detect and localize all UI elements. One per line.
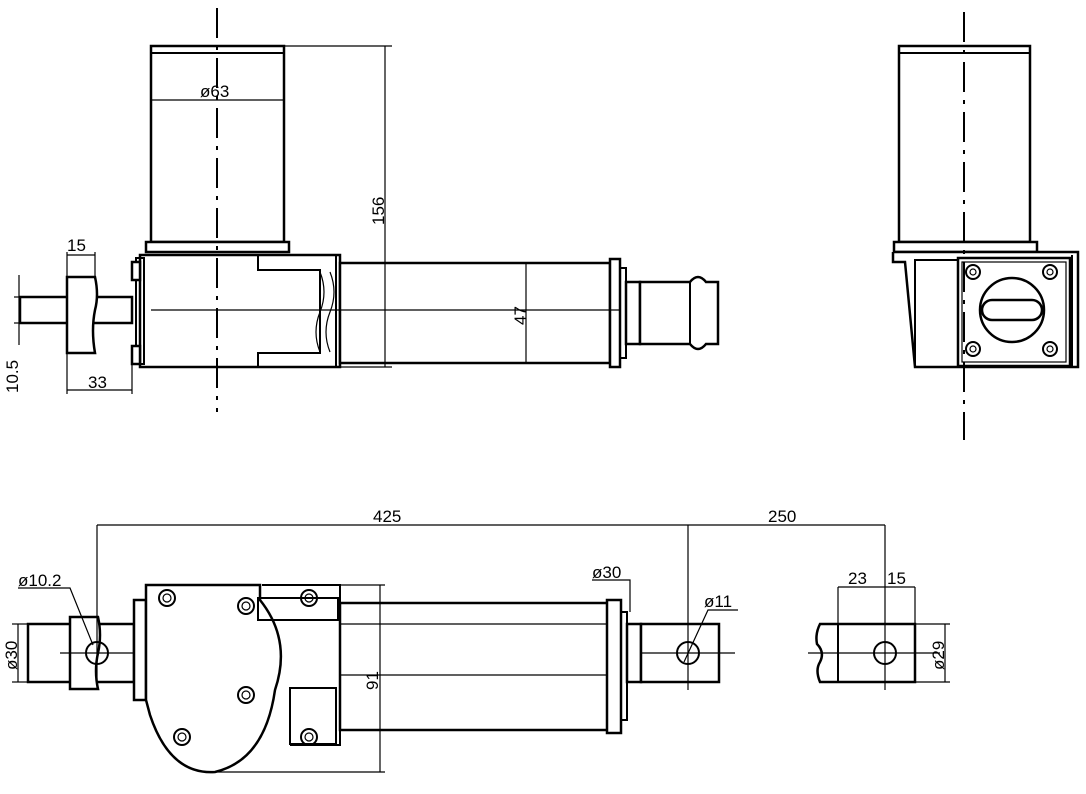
outer-tube (338, 261, 612, 365)
top-gearbox (144, 583, 283, 774)
dim-425: 425 (373, 507, 401, 526)
side-view (891, 12, 1080, 440)
gearbox-housing (138, 253, 342, 369)
dim-15-rear: 15 (67, 236, 86, 255)
dim-front-tube-diameter: ø30 (592, 563, 621, 582)
dim-10-5: 10.5 (3, 360, 22, 393)
rod-end (638, 275, 720, 351)
dim-47: 47 (511, 306, 530, 325)
dim-250: 250 (768, 507, 796, 526)
dim-33: 33 (88, 373, 107, 392)
screw (1042, 264, 1058, 280)
screw (1042, 341, 1058, 357)
dim-front-hole: ø11 (704, 592, 732, 611)
screw (965, 341, 981, 357)
dim-91: 91 (363, 671, 382, 690)
top-view: 425 250 23 15 ø29 ø30 ø10.2 ø30 ø11 91 (2, 507, 950, 774)
dim-rear-hole: ø10.2 (18, 571, 61, 590)
rear-clevis-lug (65, 275, 99, 355)
front-view: 156 ø63 47 15 33 10.5 (3, 8, 720, 412)
dim-15-end: 15 (887, 569, 906, 588)
dim-motor-diameter: ø63 (200, 82, 229, 101)
screw (965, 264, 981, 280)
dim-end-rod-diameter: ø29 (929, 641, 948, 670)
dim-156: 156 (369, 197, 388, 225)
dim-rear-clevis-height: ø30 (2, 641, 21, 670)
dim-23: 23 (848, 569, 867, 588)
